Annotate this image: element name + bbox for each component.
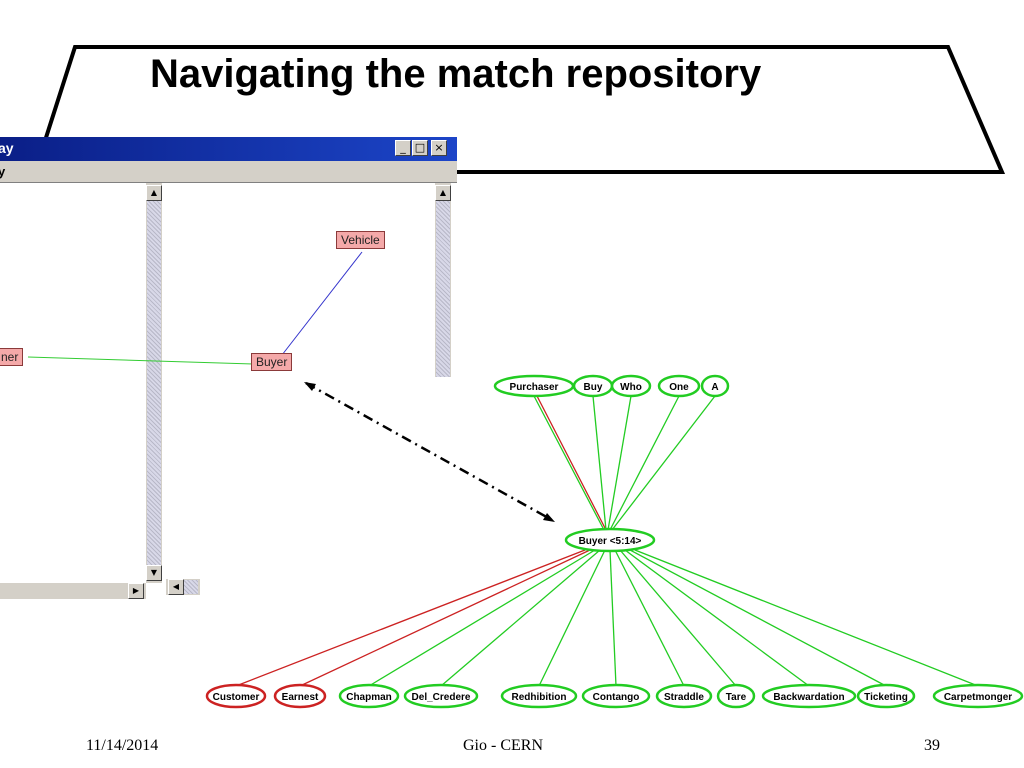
graph-node-label: Del_Credere — [412, 692, 471, 703]
graph-edge — [368, 549, 596, 687]
graph-node-label: Customer — [213, 692, 260, 703]
graph-node-label: Earnest — [282, 692, 319, 703]
graph-node-label: Ticketing — [864, 692, 908, 703]
scroll-track[interactable] — [184, 580, 198, 594]
graph-edge — [299, 549, 591, 687]
graph-edge — [592, 395, 607, 531]
graph-edge — [614, 549, 685, 687]
graph-node-label: Buy — [584, 382, 603, 393]
graph-window: ay _ □ × y ▲ ▼ ▶ ▲ ◀ — [0, 137, 457, 601]
graph-center-label: Buyer <5:14> — [579, 536, 642, 547]
footer-center: Gio - CERN — [463, 737, 543, 754]
link-arrow — [305, 381, 553, 522]
graph-node-oval[interactable] — [610, 374, 652, 398]
scroll-up-icon[interactable]: ▲ — [146, 185, 162, 201]
menubar: y — [0, 161, 457, 183]
window-titlebar[interactable]: ay _ □ × — [0, 137, 457, 161]
graph-node-buyer[interactable]: Buyer — [251, 353, 293, 371]
graph-center-node[interactable] — [564, 527, 656, 553]
graph-edge — [533, 395, 605, 531]
maximize-button[interactable]: □ — [412, 140, 428, 156]
graph-node-label: Purchaser — [510, 382, 559, 393]
graph-node-oval[interactable] — [581, 683, 651, 709]
scroll-up-icon[interactable]: ▲ — [435, 185, 451, 201]
footer-date: 11/14/2014 — [86, 737, 159, 754]
graph-edge — [634, 549, 979, 687]
graph-edge — [609, 549, 617, 687]
graph-edge — [235, 549, 586, 687]
graph-node-oval[interactable] — [403, 683, 479, 709]
graph-node-label: Backwardation — [773, 692, 844, 703]
left-vertical-scrollbar[interactable]: ▲ ▼ — [146, 183, 162, 583]
graph-node-oval[interactable] — [205, 683, 267, 709]
graph-edge — [629, 549, 887, 687]
graph-node-oval[interactable] — [657, 374, 701, 398]
graph-node-label: Chapman — [346, 692, 392, 703]
graph-node-oval[interactable] — [700, 374, 730, 398]
graph-edge-highlight — [536, 395, 607, 531]
graph-node-label: Tare — [726, 692, 747, 703]
right-horizontal-scrollbar[interactable]: ◀ — [166, 579, 200, 595]
graph-node-oval[interactable] — [856, 683, 916, 709]
graph-edge — [619, 549, 737, 687]
graph-edge — [611, 395, 716, 531]
graph-node-label: One — [669, 382, 689, 393]
graph-node-label: Straddle — [664, 692, 704, 703]
slide-title: Navigating the match repository — [150, 52, 762, 96]
arrow-head-icon — [304, 382, 316, 391]
minimize-button[interactable]: _ — [395, 140, 411, 156]
graph-node-label: A — [711, 382, 718, 393]
graph-node-oval[interactable] — [273, 683, 327, 709]
graph-node-vehicle[interactable]: Vehicle — [336, 231, 385, 249]
graph-edge — [609, 395, 680, 531]
graph-node-label: Redhibition — [512, 692, 567, 703]
scroll-track[interactable] — [436, 201, 450, 377]
graph-edge — [440, 549, 601, 687]
graph-node-label: Contango — [593, 692, 640, 703]
graph-edge — [281, 251, 363, 356]
graph-node-oval[interactable] — [932, 683, 1024, 709]
arrow-head-icon — [543, 513, 555, 522]
left-horizontal-scrollbar[interactable]: ▶ — [0, 583, 146, 599]
graph-edge — [607, 395, 632, 531]
graph-edge — [27, 356, 254, 365]
graph-node-oval[interactable] — [338, 683, 400, 709]
graph-edge — [538, 549, 606, 687]
left-pane — [0, 183, 146, 583]
right-vertical-scrollbar[interactable]: ▲ — [435, 183, 451, 377]
graph-node-oval[interactable] — [716, 683, 756, 709]
scroll-down-icon[interactable]: ▼ — [146, 565, 162, 581]
close-button[interactable]: × — [431, 140, 447, 156]
graph-node[interactable]: ner — [0, 348, 24, 366]
scroll-left-icon[interactable]: ◀ — [168, 579, 184, 595]
page-number: 39 — [924, 737, 940, 754]
graph-node-oval[interactable] — [655, 683, 713, 709]
scroll-track[interactable] — [147, 201, 161, 565]
graph-node-label: Who — [620, 382, 642, 393]
right-pane — [162, 183, 433, 377]
graph-node-oval[interactable] — [500, 683, 578, 709]
menu-item[interactable]: y — [0, 164, 6, 179]
graph-edge — [624, 549, 810, 687]
graph-node-oval[interactable] — [761, 683, 857, 709]
window-title: ay — [0, 140, 14, 156]
scroll-right-icon[interactable]: ▶ — [128, 583, 144, 599]
graph-node-label: Carpetmonger — [944, 692, 1012, 703]
